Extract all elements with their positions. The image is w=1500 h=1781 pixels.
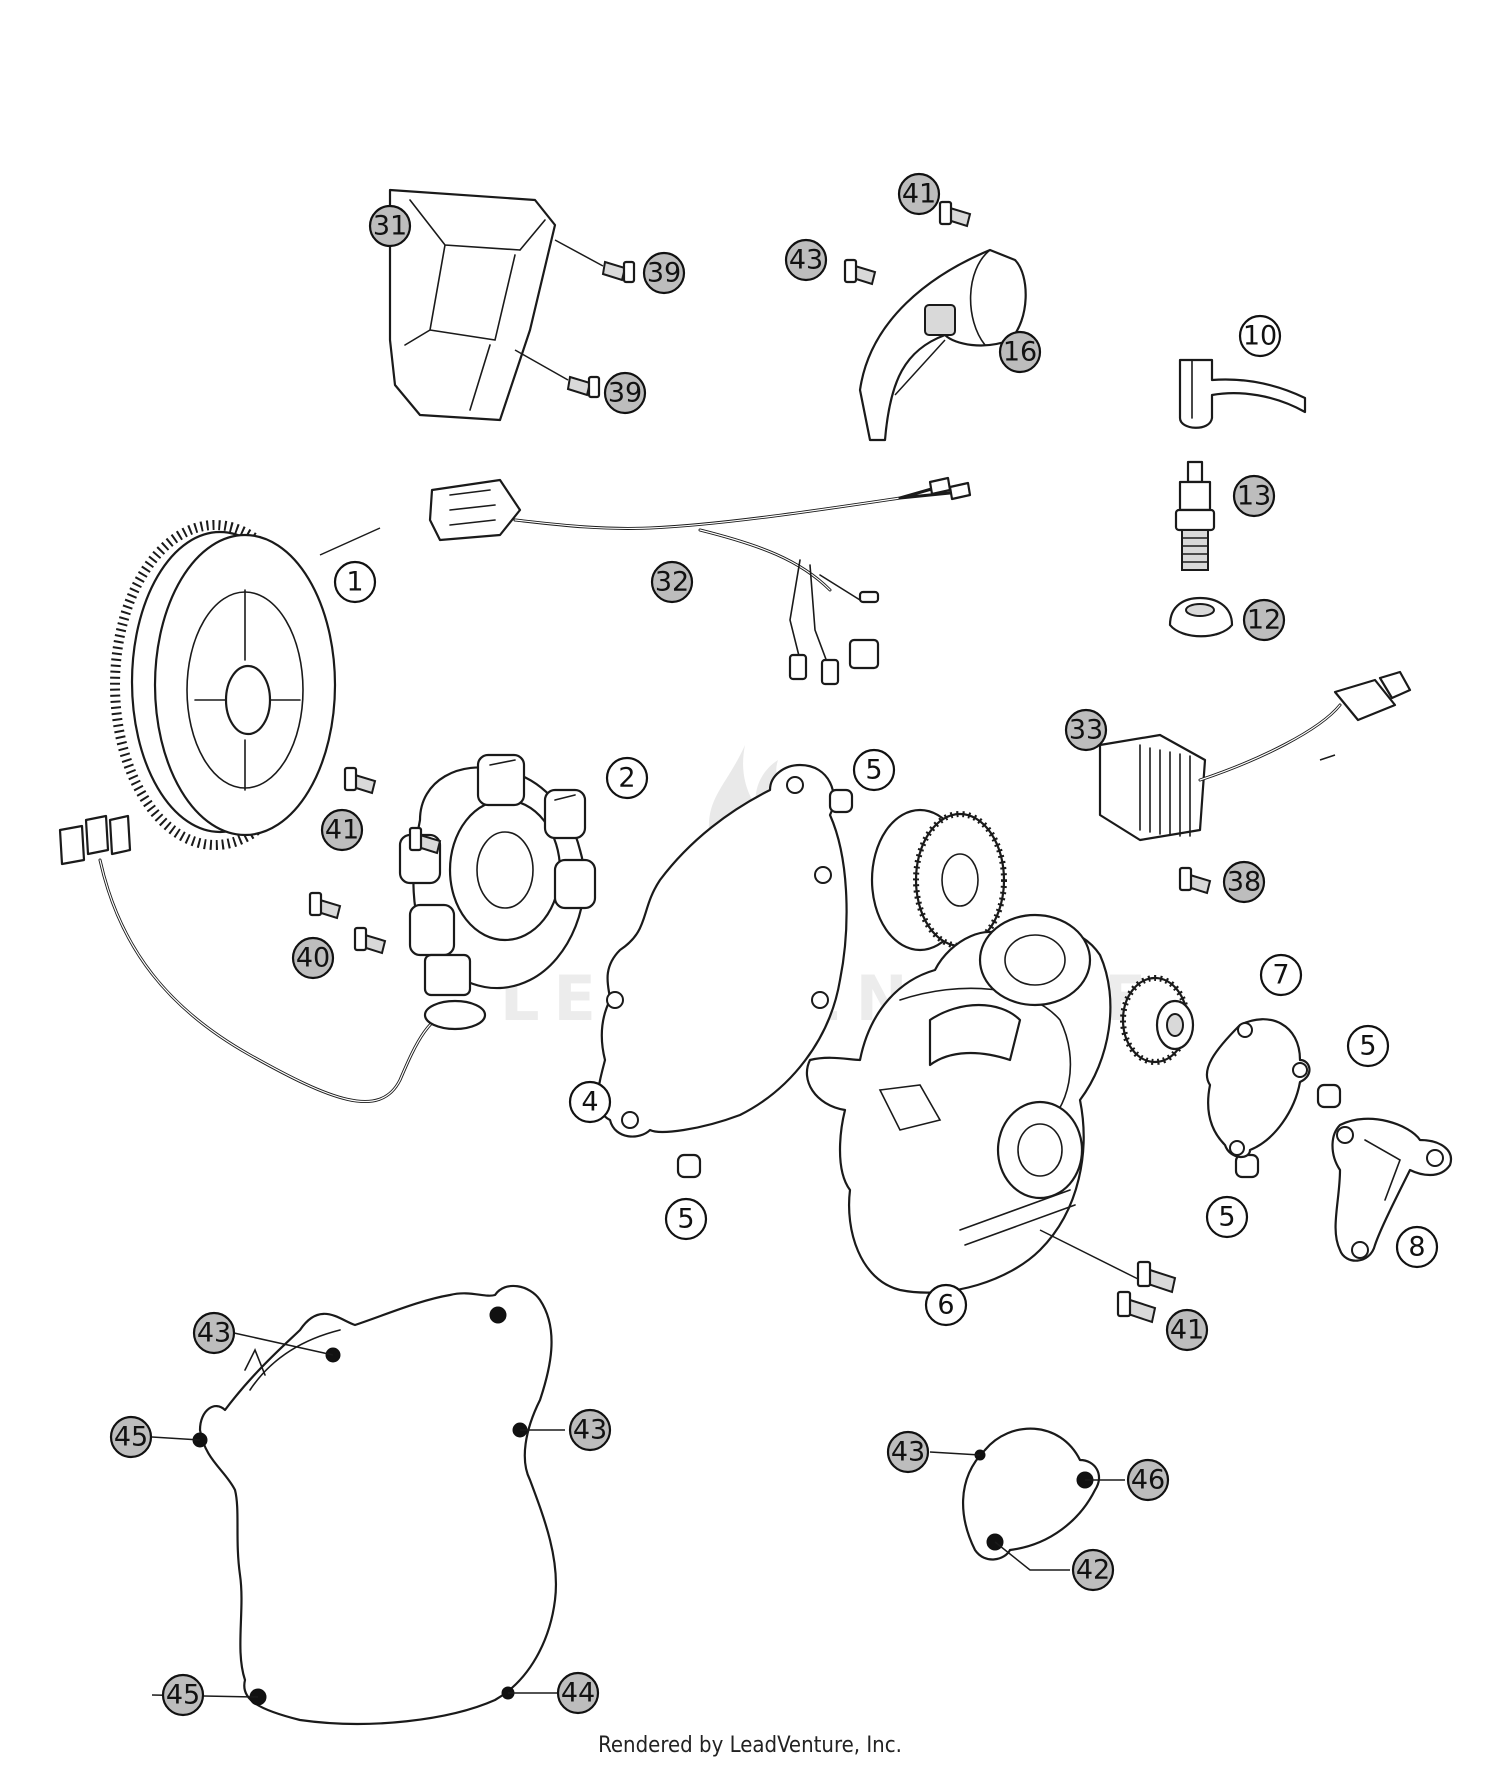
reduction-gear: [1120, 975, 1195, 1065]
svg-text:5: 5: [677, 1204, 694, 1235]
svg-text:43: 43: [197, 1318, 231, 1349]
svg-text:4: 4: [581, 1087, 598, 1118]
grommet-12: [1168, 596, 1234, 638]
callout-33[interactable]: 33: [1064, 708, 1108, 752]
svg-text:41: 41: [1170, 1315, 1204, 1346]
svg-text:39: 39: [608, 378, 642, 409]
callout-39[interactable]: 39: [642, 251, 686, 295]
wiring-harness-32: [428, 476, 972, 686]
callout-43[interactable]: 43: [886, 1430, 930, 1474]
svg-text:5: 5: [1359, 1031, 1376, 1062]
callout-6[interactable]: 6: [924, 1283, 968, 1327]
svg-text:45: 45: [166, 1680, 200, 1711]
dowel-5-right-bottom: [1234, 1153, 1260, 1179]
svg-text:42: 42: [1076, 1555, 1110, 1586]
callout-42[interactable]: 42: [1071, 1548, 1115, 1592]
dowel-5-top: [828, 788, 854, 814]
callout-10[interactable]: 10: [1238, 314, 1282, 358]
svg-text:32: 32: [655, 567, 689, 598]
ignition-cover-6: [805, 913, 1141, 1294]
svg-text:8: 8: [1408, 1232, 1425, 1263]
callout-45[interactable]: 45: [109, 1415, 153, 1459]
svg-text:12: 12: [1247, 605, 1281, 636]
screw-38: [1178, 866, 1212, 895]
callout-45[interactable]: 45: [161, 1673, 205, 1717]
screws-41-cover: [1116, 1260, 1177, 1324]
screws-41-stator: [343, 766, 442, 855]
screw-39-bottom: [514, 349, 601, 399]
svg-text:44: 44: [561, 1678, 595, 1709]
stator-2: [398, 753, 597, 997]
gasket-4-detail: [198, 1284, 558, 1726]
callout-5[interactable]: 5: [852, 748, 896, 792]
flywheel-rotor-1: [110, 520, 337, 850]
cdi-unit-31: [388, 188, 557, 422]
leader-lines: [319, 527, 1336, 761]
svg-text:41: 41: [325, 815, 359, 846]
spark-plug-cap-10: [1178, 358, 1307, 429]
callout-1[interactable]: 1: [333, 560, 377, 604]
svg-text:13: 13: [1237, 481, 1271, 512]
callout-31[interactable]: 31: [368, 204, 412, 248]
callout-41[interactable]: 41: [897, 172, 941, 216]
svg-text:5: 5: [865, 755, 882, 786]
spark-plug-13: [1174, 460, 1216, 571]
svg-text:6: 6: [937, 1290, 954, 1321]
callout-41[interactable]: 41: [1165, 1308, 1209, 1352]
svg-text:2: 2: [618, 763, 635, 794]
svg-text:38: 38: [1227, 867, 1261, 898]
svg-text:5: 5: [1218, 1202, 1235, 1233]
screw-39-top: [554, 239, 636, 284]
svg-text:43: 43: [891, 1437, 925, 1468]
callout-41[interactable]: 41: [320, 808, 364, 852]
svg-text:41: 41: [902, 179, 936, 210]
callout-5[interactable]: 5: [1205, 1195, 1249, 1239]
screw-43-coil: [843, 258, 877, 286]
callout-13[interactable]: 13: [1232, 474, 1276, 518]
stator-cable: [58, 814, 487, 1103]
starter-cover-8: [1331, 1117, 1453, 1262]
callout-4[interactable]: 4: [568, 1080, 612, 1124]
svg-text:33: 33: [1069, 715, 1103, 746]
callout-44[interactable]: 44: [556, 1671, 600, 1715]
callout-12[interactable]: 12: [1242, 598, 1286, 642]
screw-41-coil: [938, 200, 972, 228]
callout-40[interactable]: 40: [291, 936, 335, 980]
svg-text:1: 1: [346, 567, 363, 598]
callout-43[interactable]: 43: [192, 1311, 236, 1355]
svg-text:16: 16: [1003, 337, 1037, 368]
gasket-7-detail: [929, 1427, 1125, 1571]
callout-46[interactable]: 46: [1126, 1458, 1170, 1502]
gasket-7: [1205, 1018, 1311, 1158]
callout-5[interactable]: 5: [1346, 1024, 1390, 1068]
dowel-5-right-top: [1316, 1083, 1342, 1109]
callout-38[interactable]: 38: [1222, 860, 1266, 904]
svg-text:45: 45: [114, 1422, 148, 1453]
callout-7[interactable]: 7: [1259, 953, 1303, 997]
footer-credit: Rendered by LeadVenture, Inc.: [598, 1733, 902, 1758]
svg-text:43: 43: [573, 1415, 607, 1446]
callout-43[interactable]: 43: [568, 1408, 612, 1452]
svg-text:39: 39: [647, 258, 681, 289]
starter-idler-gear: [870, 808, 1007, 952]
svg-text:46: 46: [1131, 1465, 1165, 1496]
callout-2[interactable]: 2: [605, 756, 649, 800]
callout-43[interactable]: 43: [784, 238, 828, 282]
gasket-4-leaders: [151, 1332, 565, 1698]
callout-16[interactable]: 16: [998, 330, 1042, 374]
voltage-regulator-33: [1098, 670, 1412, 842]
callout-5[interactable]: 5: [664, 1197, 708, 1241]
callout-8[interactable]: 8: [1395, 1225, 1439, 1269]
gasket-4: [596, 763, 848, 1138]
callout-39[interactable]: 39: [603, 371, 647, 415]
svg-text:31: 31: [373, 211, 407, 242]
screws-40-stator: [308, 891, 387, 955]
svg-text:7: 7: [1272, 960, 1289, 991]
callout-32[interactable]: 32: [650, 560, 694, 604]
svg-text:40: 40: [296, 943, 330, 974]
svg-text:10: 10: [1243, 321, 1277, 352]
svg-text:43: 43: [789, 245, 823, 276]
dowel-5-bottom-left: [676, 1153, 702, 1179]
